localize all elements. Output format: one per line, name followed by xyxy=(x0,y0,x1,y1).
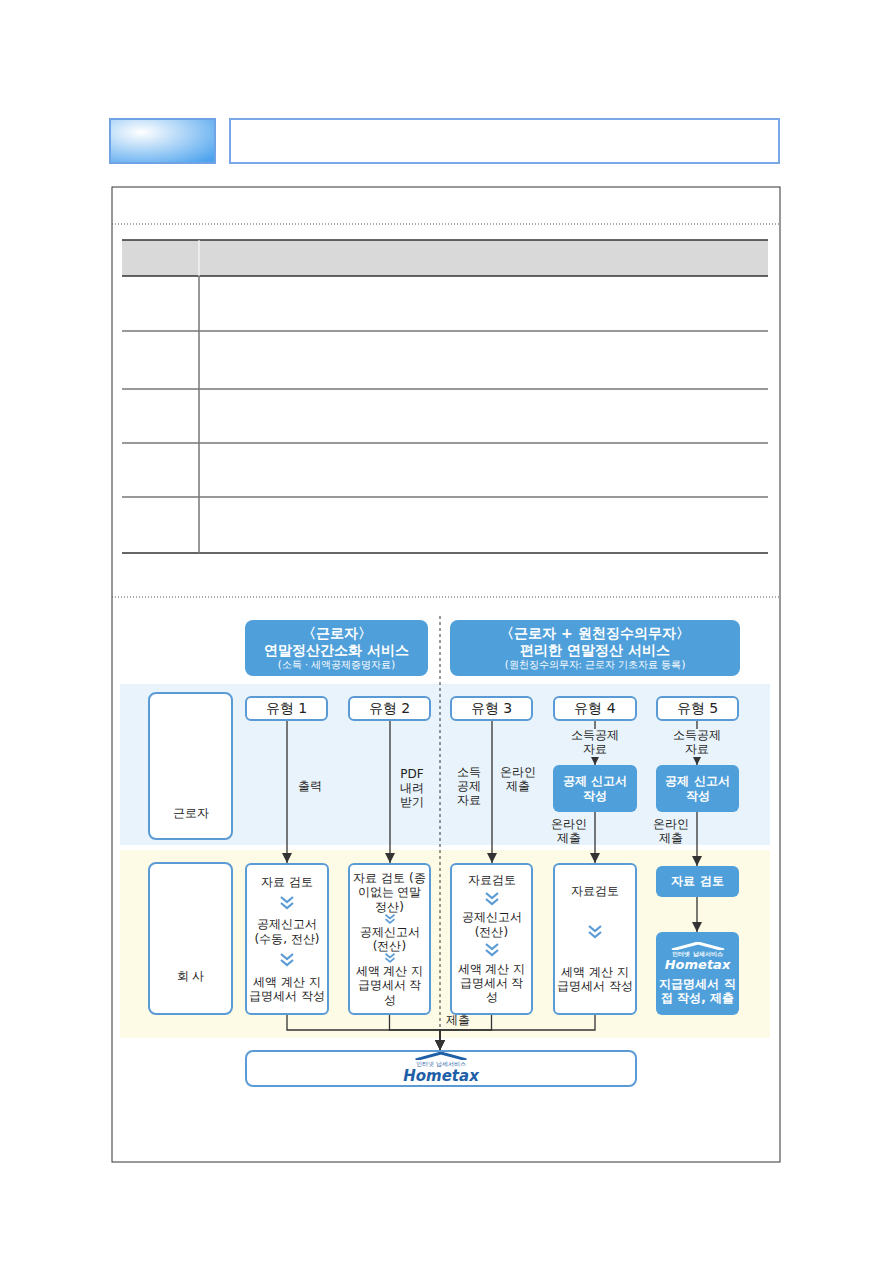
section-header-box: 〈근로자〉연말정산간소화 서비스(소득 · 세액공제증명자료) xyxy=(245,620,428,676)
type-box: 유형 1 xyxy=(245,696,328,721)
house-roof-icon xyxy=(406,1052,476,1060)
node-text: 공제신고서 (전산) xyxy=(352,925,427,954)
outer-frame xyxy=(112,187,780,1162)
process-box: 공제 신고서 작성 xyxy=(656,765,739,812)
flow-note: 제출 xyxy=(446,1014,486,1028)
edge-label: 출력 xyxy=(292,780,328,794)
actor-box: 회 사 xyxy=(148,862,233,1015)
type-box: 유형 3 xyxy=(450,696,533,721)
flow-arrow xyxy=(594,812,595,863)
step-chevron xyxy=(483,892,501,906)
node-text: 세액 계산 지급명세서 작성 xyxy=(557,965,633,994)
section-header xyxy=(110,119,779,163)
node-text: 공제신고서 (전산) xyxy=(454,910,529,939)
node-text: 공제 신고서 작성 xyxy=(555,774,635,803)
logo-subtitle: 인터넷 납세서비스 xyxy=(672,950,722,957)
node-text: 공제 신고서 작성 xyxy=(658,774,737,803)
node-text: 〈근로자 + 원천징수의무자〉 xyxy=(500,625,689,642)
flow-note: 소득 공제 자료 xyxy=(452,766,486,807)
worker-band xyxy=(120,684,770,845)
flow-arrow xyxy=(440,1015,492,1050)
edge-label: 온라인 제출 xyxy=(650,818,692,846)
type-box: 유형 4 xyxy=(553,696,637,721)
step-chevron xyxy=(586,925,604,939)
node-text: 유형 5 xyxy=(677,700,718,717)
step-chevron xyxy=(278,896,296,910)
node-text: 공제신고서 (수동, 전산) xyxy=(249,917,325,946)
node-text: 근로자 xyxy=(173,806,209,820)
type-box: 유형 2 xyxy=(348,696,431,721)
step-chevron xyxy=(381,953,399,963)
node-text: 편리한 연말정산 서비스 xyxy=(520,642,670,659)
step-chevron xyxy=(278,953,296,967)
node-text: 〈근로자〉 xyxy=(302,625,372,642)
node-text: 자료검토 xyxy=(571,884,619,898)
logo-text: Hometax xyxy=(403,1067,479,1085)
house-roof-icon xyxy=(668,942,728,950)
process-box: 자료검토세액 계산 지급명세서 작성 xyxy=(553,863,637,1015)
flow-arrow xyxy=(389,721,390,863)
edge-label: 온라인 제출 xyxy=(497,766,539,794)
dotted-divider xyxy=(112,597,780,598)
node-text: 세액 계산 지급명세서 작성 xyxy=(454,962,529,1005)
process-box: 자료 검토 (종이없는 연말정산) 공제신고서 (전산) 세액 계산 지급명세서 작… xyxy=(348,863,431,1015)
empty-table xyxy=(122,240,768,553)
node-text: 자료검토 xyxy=(468,873,516,887)
edge-label: PDF 내려 받기 xyxy=(395,768,429,809)
process-box: 자료검토공제신고서 (전산) 세액 계산 지급명세서 작성 xyxy=(450,863,533,1015)
logo-subtitle: 인터넷 납세서비스 xyxy=(416,1060,466,1067)
step-chevron xyxy=(381,914,399,924)
node-text: 지급명세서 직접 작성, 제출 xyxy=(658,977,737,1006)
flow-arrow xyxy=(390,1015,441,1050)
edge-label: 온라인 제출 xyxy=(548,818,590,846)
dotted-divider xyxy=(112,224,780,225)
flow-arrow xyxy=(696,812,697,866)
node-text: 유형 2 xyxy=(369,700,410,717)
hometax-box: 인터넷 납세서비스Hometax 지급명세서 직접 작성, 제출 xyxy=(656,932,739,1015)
flow-arrow xyxy=(491,721,492,863)
flow-arrow xyxy=(696,897,697,932)
node-text: 세액 계산 지급명세서 작성 xyxy=(249,975,325,1004)
node-text: (소득 · 세액공제증명자료) xyxy=(278,659,395,671)
node-text: 회 사 xyxy=(177,969,205,983)
dashed-separator xyxy=(440,616,441,1040)
node-text: 유형 1 xyxy=(266,700,307,717)
node-text: 유형 3 xyxy=(471,700,512,717)
section-header-box: 〈근로자 + 원천징수의무자〉편리한 연말정산 서비스(원천징수의무자: 근로자… xyxy=(450,620,740,676)
process-box: 자료 검토공제신고서 (수동, 전산) 세액 계산 지급명세서 작성 xyxy=(245,863,329,1015)
edge-label: 소득공제 자료 xyxy=(667,729,727,757)
flow-arrow xyxy=(287,1015,440,1050)
logo-text: Hometax xyxy=(665,957,731,973)
node-text: 자료 검토 (종이없는 연말정산) xyxy=(352,871,427,914)
node-text: 유형 4 xyxy=(574,700,615,717)
hometax-box: 인터넷 납세서비스Hometax xyxy=(245,1050,637,1087)
process-box: 공제 신고서 작성 xyxy=(553,765,637,812)
node-text: 연말정산간소화 서비스 xyxy=(264,642,409,659)
flow-arrow xyxy=(286,721,287,863)
company-band xyxy=(120,850,770,1038)
edge-label: 소득공제 자료 xyxy=(565,729,625,757)
node-text: 세액 계산 지급명세서 작성 xyxy=(352,964,427,1007)
process-box: 자료 검토 xyxy=(656,866,739,897)
node-text: 자료 검토 xyxy=(671,874,723,888)
node-text: (원천징수의무자: 근로자 기초자료 등록) xyxy=(505,659,686,671)
flow-arrow xyxy=(440,1015,595,1050)
type-box: 유형 5 xyxy=(656,696,739,721)
node-text: 자료 검토 xyxy=(261,875,313,889)
actor-box: 근로자 xyxy=(148,692,233,840)
step-chevron xyxy=(483,943,501,957)
